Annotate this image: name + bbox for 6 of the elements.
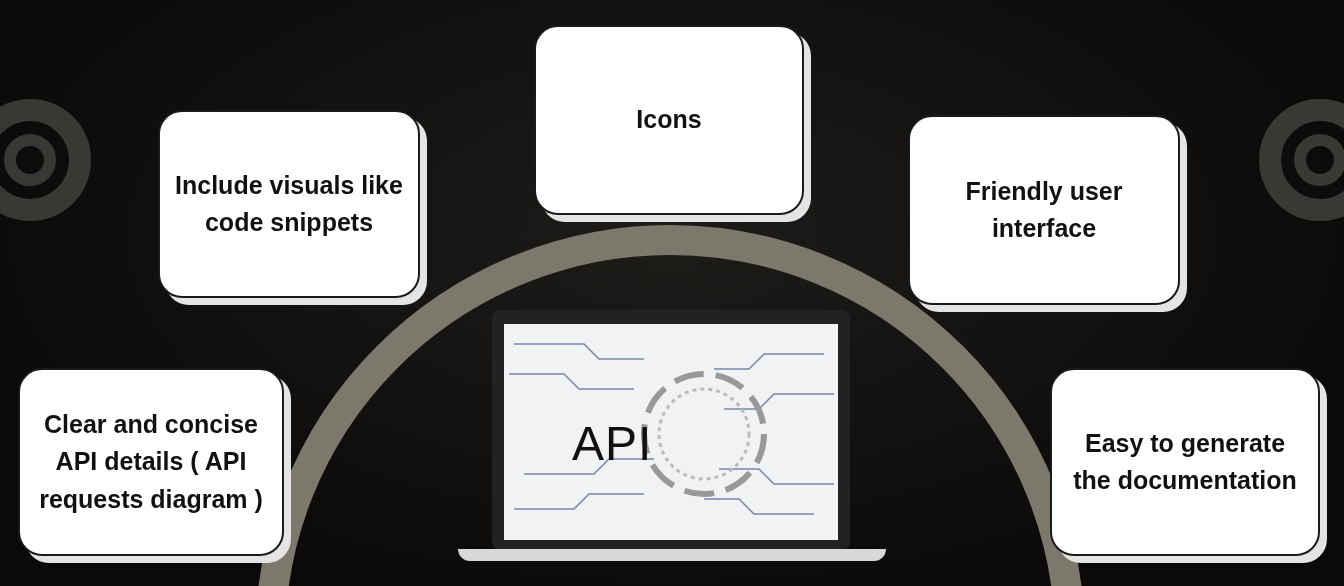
card-text: Clear and concise API details ( API requests diagram ) [38,408,264,515]
card-text: Include visuals like code snippets [174,169,404,238]
card-text: Friendly user interface [964,175,1124,244]
card-text: Easy to generate the documentation [1072,427,1298,496]
screen-text: API [572,416,653,471]
card-text: Icons [636,104,702,136]
